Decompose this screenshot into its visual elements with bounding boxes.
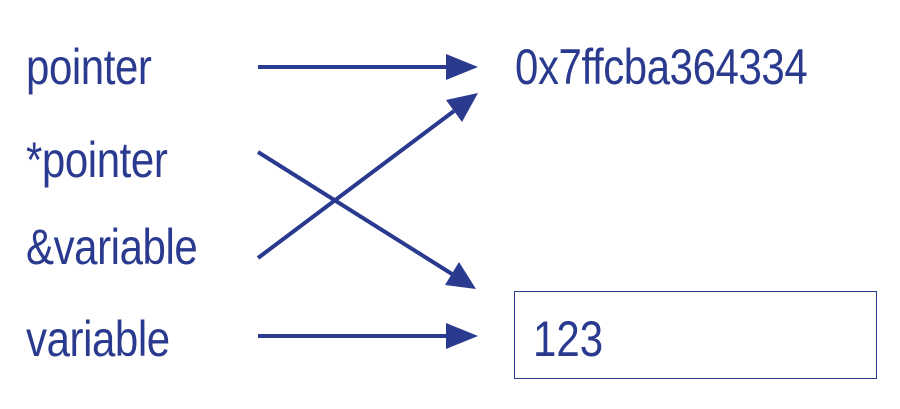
arrow-variable-to-value xyxy=(258,323,478,349)
stored-value: 123 xyxy=(533,311,604,367)
address-value: 0x7ffcba364334 xyxy=(515,39,808,95)
label-deref-pointer: *pointer xyxy=(26,132,168,188)
arrow-pointer-to-address xyxy=(258,54,478,80)
label-variable: variable xyxy=(26,311,170,367)
value-box: 123 xyxy=(514,291,877,379)
label-pointer: pointer xyxy=(26,39,152,95)
label-address-of-variable: &variable xyxy=(26,219,198,275)
arrow-addressof-to-address xyxy=(256,93,478,260)
arrow-deref-to-value xyxy=(256,150,476,289)
